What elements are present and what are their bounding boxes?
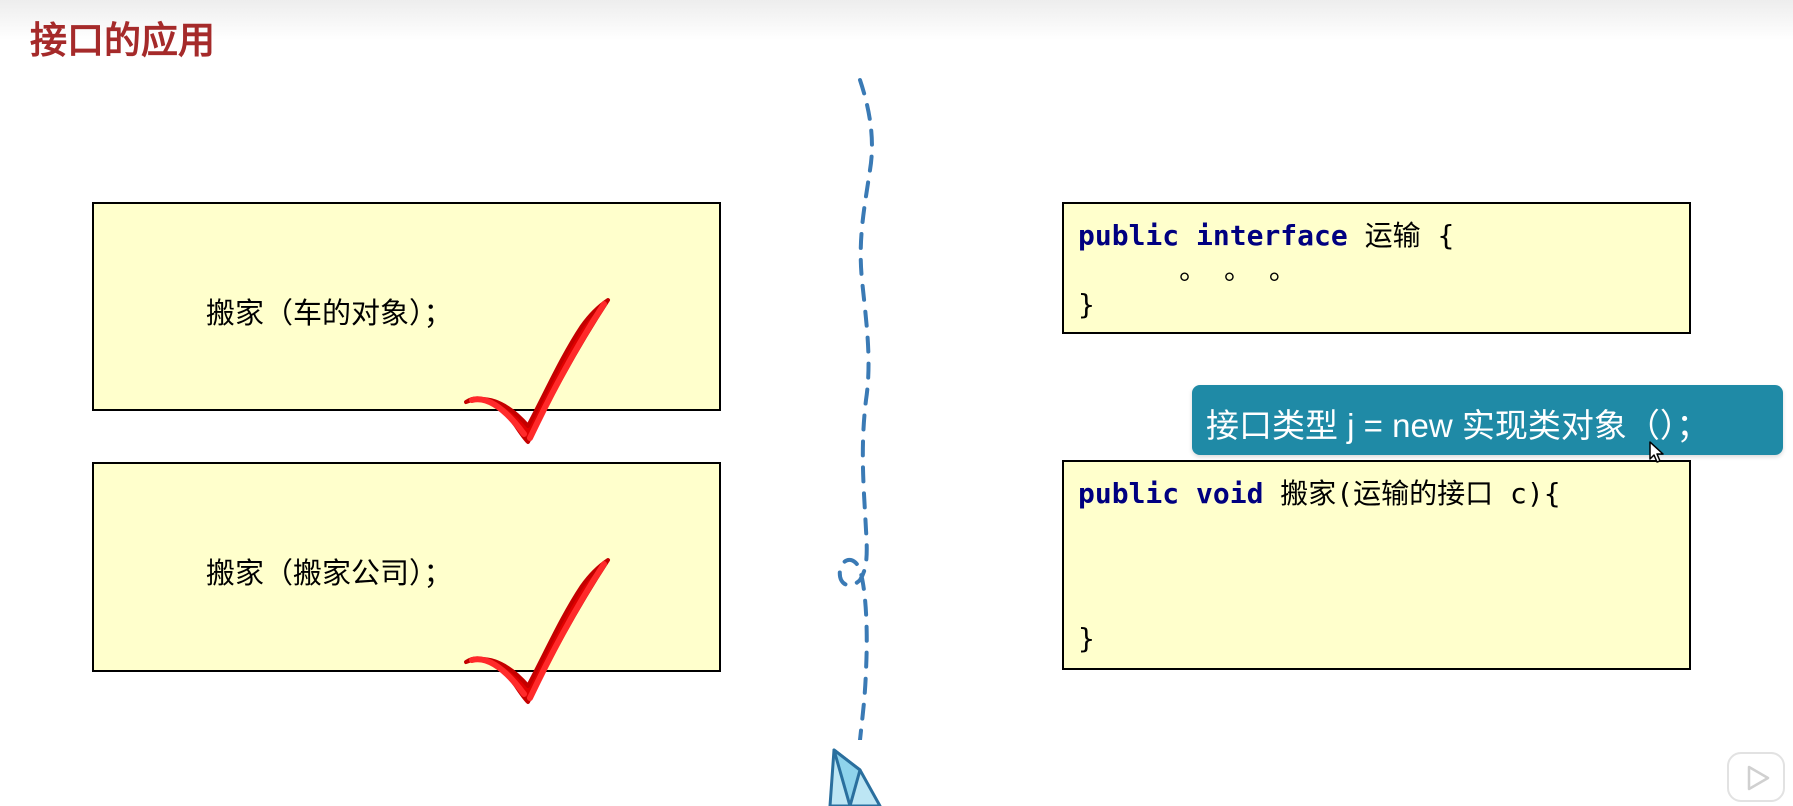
play-button[interactable] xyxy=(1727,752,1785,802)
method-code-box: public void 搬家(运输的接口 c){ } xyxy=(1062,460,1691,670)
method-line-last: } xyxy=(1078,622,1095,655)
callout-annotation: 接口类型 j = new 实现类对象（）； xyxy=(1192,385,1783,455)
method-line-1: public void 搬家(运输的接口 c){ xyxy=(1078,472,1561,512)
interface-name: 运输 { xyxy=(1347,219,1455,252)
interface-line-3: } xyxy=(1078,288,1095,321)
checkmark-icon xyxy=(464,558,610,704)
call-text-car: 搬家（车的对象）； xyxy=(206,296,453,330)
interface-code-box: public interface 运输 { 。 。 。 } xyxy=(1062,202,1691,334)
call-box-company: 搬家（搬家公司）； xyxy=(92,462,721,672)
call-text-company: 搬家（搬家公司）； xyxy=(206,556,453,590)
checkmark-icon xyxy=(464,298,610,444)
keyword-interface: interface xyxy=(1196,219,1348,252)
method-signature: 搬家(运输的接口 c){ xyxy=(1263,477,1561,510)
dashed-divider xyxy=(837,78,874,740)
paper-plane-icon xyxy=(828,748,882,806)
cursor-icon xyxy=(1649,441,1664,463)
keyword-public: public xyxy=(1078,219,1180,252)
interface-line-1: public interface 运输 { xyxy=(1078,214,1454,254)
call-box-car: 搬家（车的对象）； xyxy=(92,202,721,411)
play-icon xyxy=(1747,765,1770,791)
interface-line-2: 。 。 。 xyxy=(1078,253,1297,286)
keyword-void: void xyxy=(1196,477,1264,510)
keyword-public: public xyxy=(1078,477,1180,510)
top-shade xyxy=(0,0,1793,40)
page-title: 接口的应用 xyxy=(30,19,215,62)
